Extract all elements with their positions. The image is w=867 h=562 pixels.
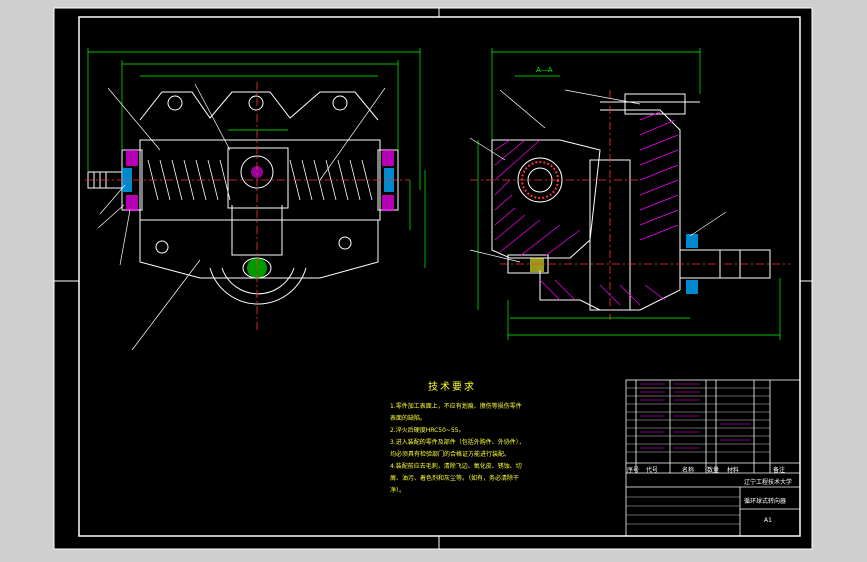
centerlines-right bbox=[470, 90, 790, 320]
housing-section bbox=[491, 139, 601, 259]
note-line: 1.零件加工表面上，不应有划痕、擦伤等损伤零件表面的缺陷。 bbox=[390, 403, 522, 422]
top-bolt-head bbox=[624, 93, 686, 115]
dimensions-left bbox=[87, 48, 426, 268]
header-remark: 备注 bbox=[773, 467, 786, 474]
header-code: 代号 bbox=[646, 467, 659, 474]
header-seq: 序号 bbox=[627, 467, 640, 474]
header-qty: 数量 bbox=[707, 467, 720, 474]
sector-hub bbox=[240, 155, 274, 189]
bolt-hole bbox=[248, 95, 264, 111]
drawing-name: 循环球式转向器 bbox=[744, 498, 787, 505]
front-view-accents bbox=[122, 150, 394, 278]
title-block-entries bbox=[640, 383, 750, 449]
note-line: 2.淬火后硬度HRC50~55。 bbox=[390, 427, 465, 434]
header-material: 材料 bbox=[727, 467, 740, 474]
bolt-hole bbox=[332, 95, 348, 111]
title-block-grid bbox=[625, 379, 801, 537]
section-hatching bbox=[494, 111, 679, 306]
dimensions-right bbox=[477, 48, 781, 340]
notes-title: 技术要求 bbox=[428, 382, 476, 393]
bottom-boss bbox=[209, 267, 307, 305]
centerlines-left bbox=[85, 82, 410, 330]
leaders-left bbox=[97, 83, 386, 351]
outer-border bbox=[53, 7, 813, 550]
nut-block bbox=[227, 147, 289, 209]
section-view bbox=[491, 93, 771, 311]
leaders-right bbox=[469, 89, 727, 263]
title-block-rows bbox=[626, 387, 770, 525]
university-name: 辽宁工程技术大学 bbox=[744, 479, 793, 486]
note-line: 4.装配前应去毛刺，清除飞边、氧化皮、锈蚀、切屑、油污、着色剂和灰尘等。（如有，… bbox=[390, 463, 522, 494]
technical-notes: 1.零件加工表面上，不应有划痕、擦伤等损伤零件表面的缺陷。 2.淬火后硬度HRC… bbox=[390, 401, 526, 497]
header-name: 名称 bbox=[682, 467, 695, 474]
bolt-hole bbox=[167, 95, 183, 111]
section-label: A—A bbox=[536, 66, 553, 74]
housing-right bbox=[539, 109, 681, 311]
housing-top-outline bbox=[139, 91, 379, 121]
sheet-size: A1 bbox=[764, 517, 772, 524]
note-line: 3.进入装配的零件及部件（包括外购件、外协件），均必须具有检验部门的合格证方能进… bbox=[390, 439, 525, 458]
